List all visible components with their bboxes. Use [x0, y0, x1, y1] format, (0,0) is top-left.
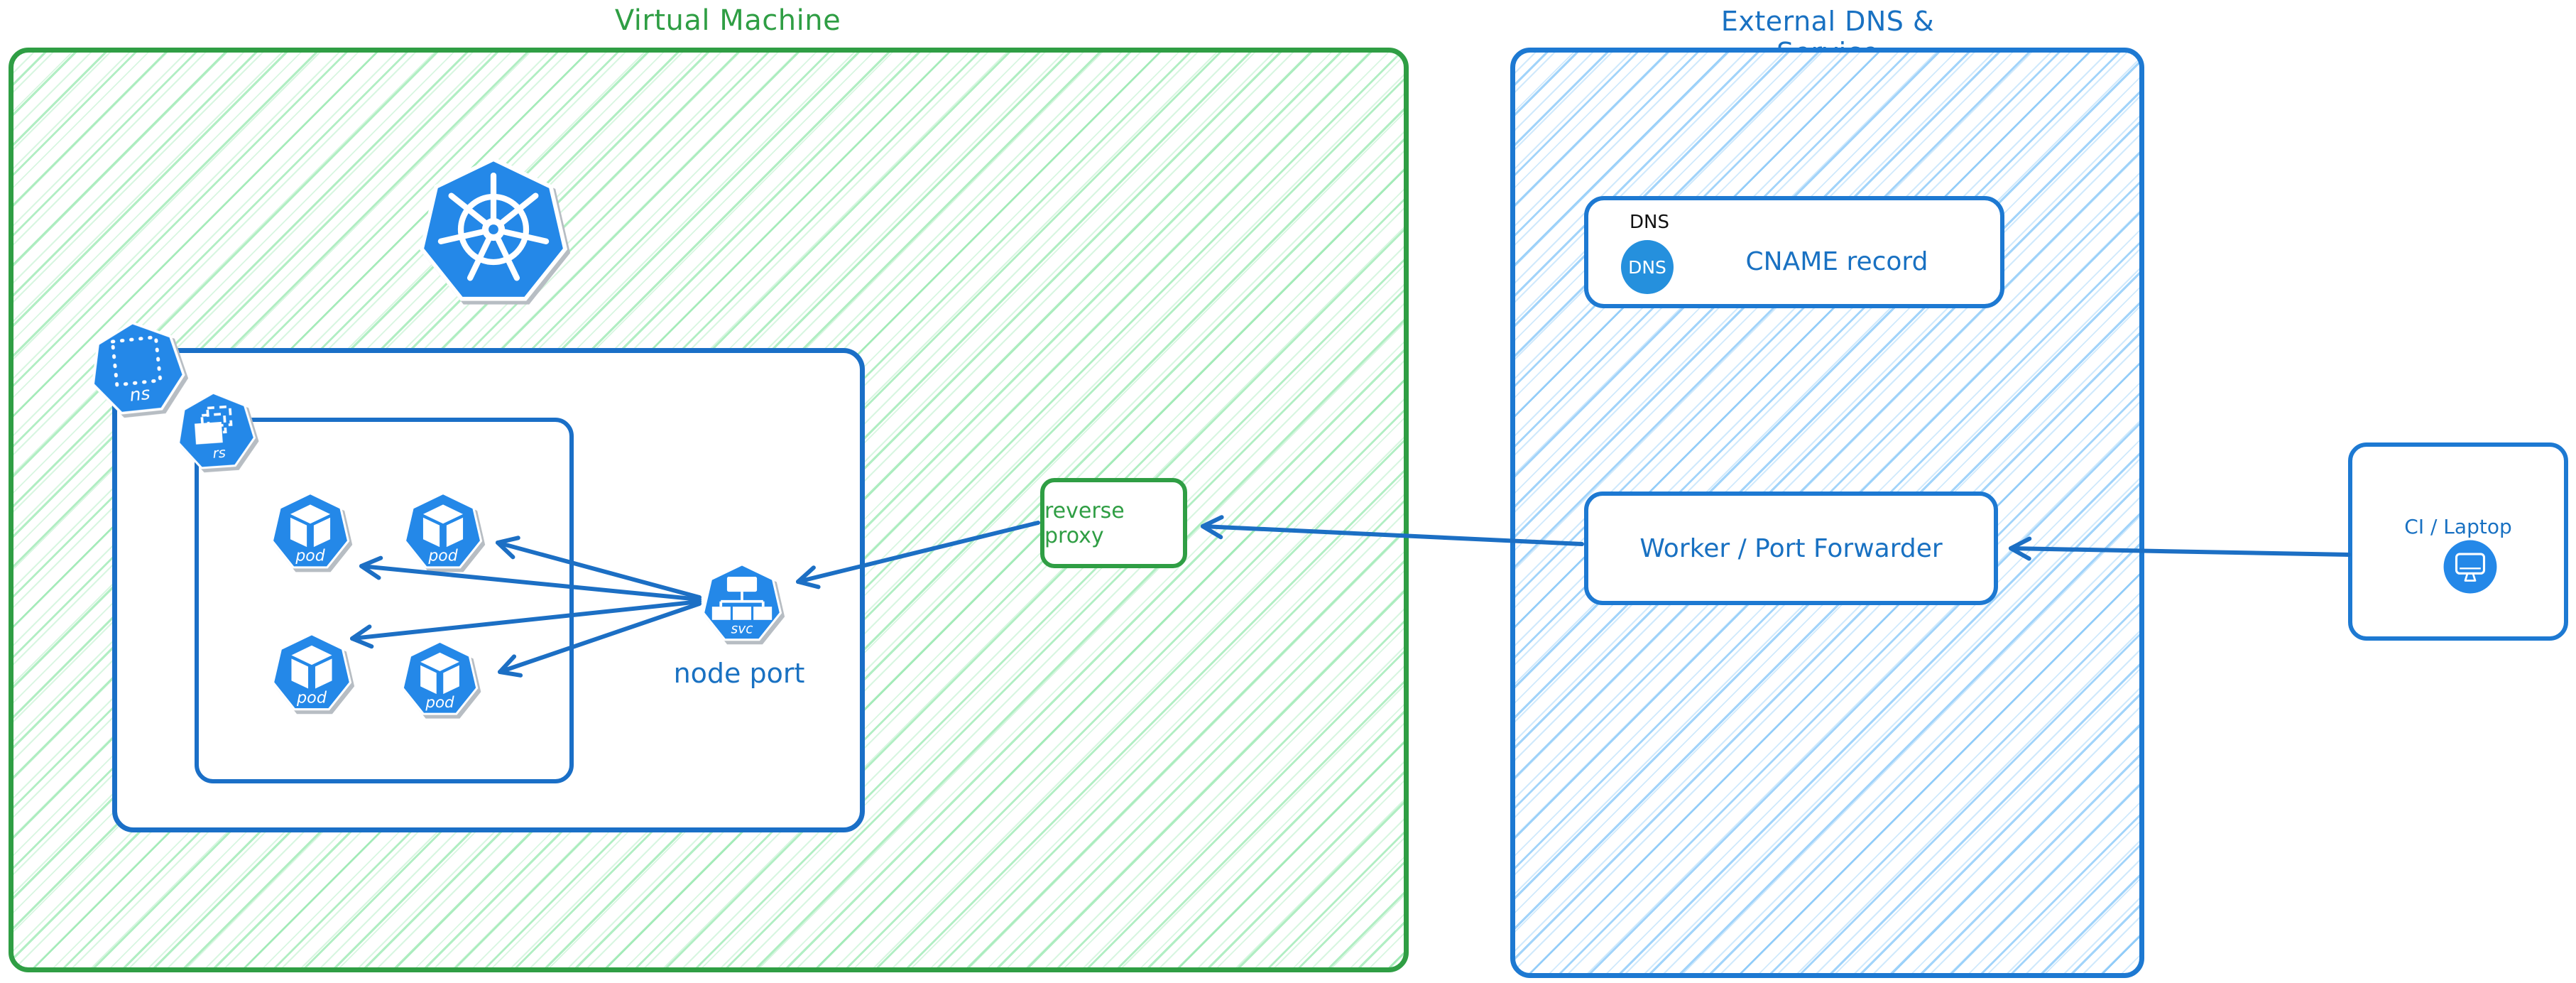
- pod-icon-label: pod: [427, 548, 458, 565]
- pod-icon-label: pod: [296, 688, 327, 707]
- dotted-square-icon: [110, 335, 163, 387]
- replicaset-box: [195, 418, 574, 783]
- tree-nodes-icon: [711, 577, 773, 620]
- cname-record-label: CNAME record: [1745, 247, 1928, 276]
- namespace-icon: ns: [92, 321, 185, 415]
- cube-icon: [291, 645, 332, 689]
- worker-port-forwarder-label: Worker / Port Forwarder: [1639, 533, 1943, 563]
- pod-icon-label: pod: [425, 694, 454, 712]
- dns-icon: DNS: [1621, 240, 1674, 294]
- heptagon-shape: [401, 640, 479, 715]
- node-port-label: node port: [673, 658, 805, 689]
- vm-group-title: Virtual Machine: [614, 4, 841, 37]
- ci-laptop-label: CI / Laptop: [2404, 515, 2512, 538]
- pod-icon: pod: [271, 632, 352, 711]
- service-icon-label: svc: [731, 621, 753, 636]
- pod-icon-label: pod: [295, 548, 325, 565]
- monitor-icon: [2443, 540, 2497, 594]
- pod-icon: pod: [271, 492, 350, 569]
- worker-port-forwarder-box: Worker / Port Forwarder: [1584, 492, 1998, 605]
- stacked-squares-icon: [195, 405, 233, 445]
- reverse-proxy-box: reverse proxy: [1040, 478, 1187, 568]
- ci-laptop-box: CI / Laptop: [2348, 442, 2568, 641]
- kubernetes-logo-icon: [419, 156, 568, 301]
- reverse-proxy-label: reverse proxy: [1044, 498, 1125, 548]
- replicaset-icon-label: rs: [212, 445, 227, 462]
- dns-tag-label: DNS: [1630, 212, 1669, 233]
- service-icon: svc: [702, 563, 782, 641]
- namespace-icon-label: ns: [129, 383, 151, 406]
- dns-record-box: DNS DNS CNAME record: [1584, 196, 2004, 308]
- cube-icon: [420, 652, 459, 695]
- heptagon-shape: [92, 321, 185, 415]
- pod-icon: pod: [401, 640, 479, 715]
- heptagon-shape: [271, 632, 352, 711]
- replicaset-icon: rs: [177, 391, 256, 469]
- pod-icon: pod: [403, 492, 483, 569]
- heptagon-shape: [271, 492, 350, 569]
- helm-wheel-icon: [437, 172, 550, 281]
